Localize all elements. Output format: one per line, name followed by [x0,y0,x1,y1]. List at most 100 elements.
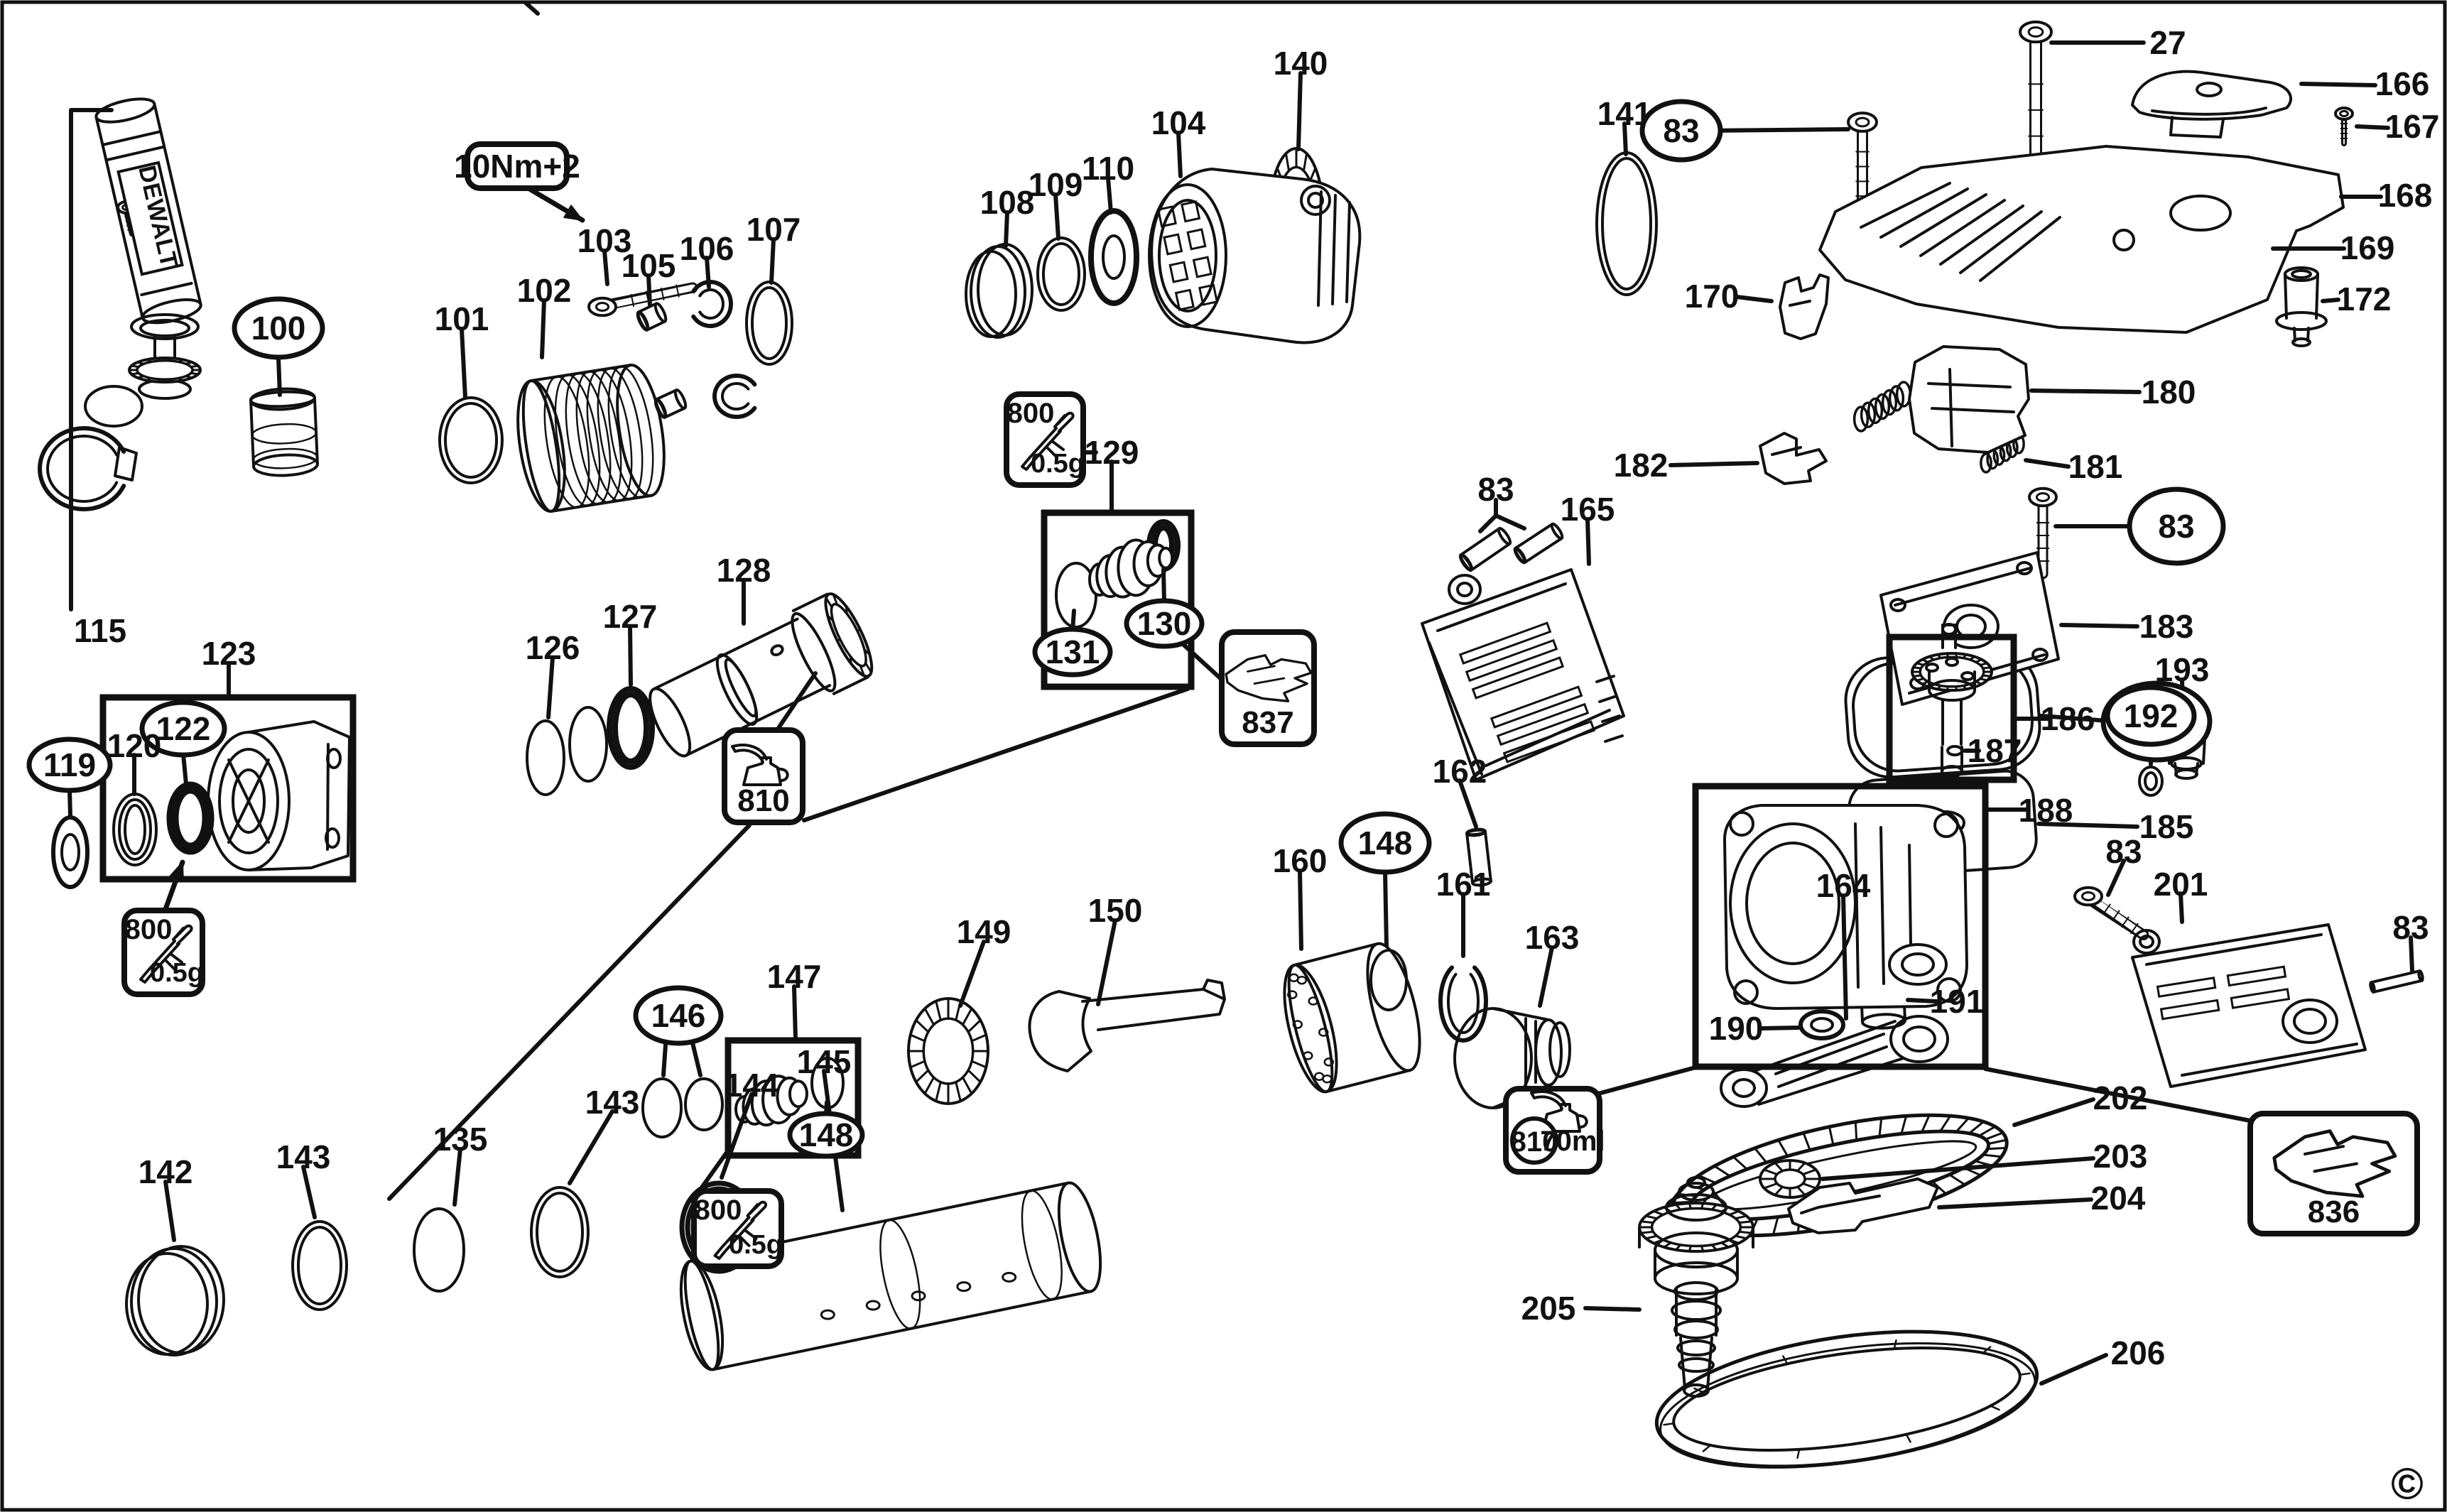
ref-text-115: 115 [74,612,126,649]
ref-text-190: 190 [1709,1010,1764,1047]
ref-circle-122 [139,700,227,758]
gear-tooth [935,1000,942,1021]
vent-slot [1181,200,1201,223]
gear-tooth [923,1007,935,1026]
part-fork-150 [1028,979,1226,1072]
gear-tooth [1302,152,1308,172]
cyl-end [607,365,654,499]
leader-line [2059,623,2139,629]
callout-83: 83 [2392,909,2429,946]
callout-164: 164 [1816,867,1871,904]
callout-©: © [2391,1460,2424,1509]
part-chuck-100 [249,387,319,477]
part-ellipse [1946,745,1963,756]
part-ellipse [1980,452,1992,474]
part-ellipse [536,1192,584,1273]
grease-gun-icon [713,1200,768,1260]
cyl-end [249,390,316,408]
gear-tooth [909,1033,926,1043]
screw-thread [2112,910,2120,922]
part-ellipse [2138,766,2164,797]
part-ellipse [297,1226,342,1305]
cyl-end [252,447,318,469]
chain-link [1931,1180,1948,1195]
leader-line [568,1109,614,1185]
cyl-dot [1303,1051,1313,1060]
callout-183: 183 [2139,608,2194,645]
group-147 [725,1037,862,1159]
part-handle-base [84,313,200,482]
part-ellipse [724,658,758,718]
cyl-end [251,423,318,445]
callout-190: 190 [1709,1010,1764,1047]
leader-line [1735,295,1774,303]
screw-head [2019,20,2053,44]
part-ellipse [125,1252,209,1356]
callout-27: 27 [2149,24,2186,61]
ref-text-163: 163 [1525,919,1580,956]
callout-126: 126 [526,629,580,666]
part-ellipse [1659,1342,2036,1469]
part-path [652,592,869,757]
leader-line [1585,517,1591,566]
callout-206: 206 [2111,1334,2166,1371]
part-ellipse [1453,1007,1533,1109]
leader-line [646,273,652,308]
grease-ref-text: 800 [695,1195,742,1226]
screw-socket [2035,491,2051,503]
part-path [698,288,725,320]
arrow-head [563,205,583,221]
part-ellipse [568,706,608,783]
grease-qty-text: 0.5g [150,958,204,988]
ref-text-120: 120 [107,727,162,764]
part-ellipse [232,768,266,834]
part-screw-83c [2073,886,2149,940]
part-ellipse [2169,195,2232,232]
part-ellipse [1889,598,1906,612]
part-ringgear-160 [1283,942,1421,1094]
part-pin-83e2 [1513,522,1564,565]
callout-83: 83 [1639,99,1723,163]
ref-text-205: 205 [1521,1290,1576,1327]
callout-119: 119 [26,736,113,793]
cyl-end [683,1259,720,1371]
vent-slot [1186,228,1207,251]
part-ellipse [791,611,837,692]
gear-tooth [1763,1182,1779,1190]
bracket-115-line [69,108,114,611]
cyl-hole [865,1300,881,1311]
leader-line [2106,859,2126,897]
part-sprocket-203 [1759,1159,1821,1199]
part-screw-83b [2028,486,2058,580]
callout-83: 83 [2105,833,2142,870]
ref-circle-148 [1338,811,1432,875]
grease-qty-text: 0.5g [1031,449,1085,479]
callout-202: 202 [2093,1079,2148,1116]
ref-text-147: 147 [767,958,822,995]
part-path [712,374,757,419]
chain-link [1968,1120,1985,1135]
leader-line [2409,935,2414,974]
screw-head [587,296,617,317]
part-ring-135 [413,1207,465,1293]
ref-text-109: 109 [1029,166,1083,203]
ref-text-122: 122 [156,710,211,747]
part-ellipse [1678,1357,1715,1373]
chain-link [1698,1174,1717,1185]
part-path [1854,822,1912,989]
leader-line [1583,1306,1642,1312]
ref-text-105: 105 [622,247,676,284]
part-ring-126a [526,719,565,796]
chain-link [1977,1125,1997,1137]
part-path [1818,145,2345,334]
part-ellipse [139,319,190,337]
part-ring-143b [530,1186,590,1278]
ref-text-106: 106 [680,230,734,267]
part-ellipse [172,787,209,849]
part-ellipse [1683,1383,1710,1398]
part-ellipse [444,402,498,479]
callout-83: 83 [1477,471,1514,508]
chain-link [1753,1147,1768,1164]
part-path [2284,273,2319,342]
cyl-end [1021,1190,1063,1300]
